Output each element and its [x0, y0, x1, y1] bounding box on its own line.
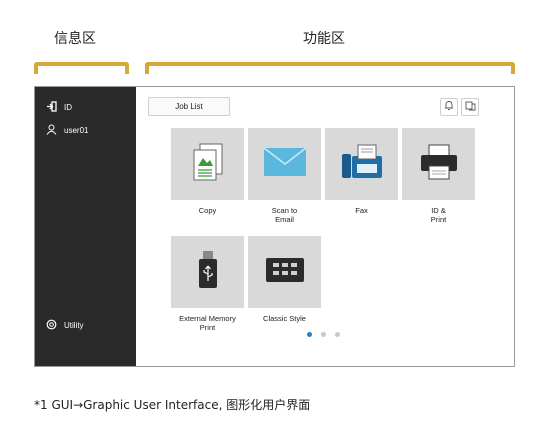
fax-label: Fax	[355, 206, 368, 215]
function-zone-label: 功能区	[303, 31, 345, 47]
info-panel: ID user01 Utility	[35, 87, 136, 366]
page-dot-2[interactable]	[321, 332, 326, 337]
copy-icon	[191, 142, 225, 187]
page-dot-3[interactable]	[335, 332, 340, 337]
page-indicator	[307, 332, 340, 337]
utility-label: Utility	[64, 321, 84, 330]
function-panel: Job List Copy S	[136, 87, 514, 366]
info-zone-bracket	[34, 62, 129, 74]
usb-icon	[197, 250, 219, 295]
fax-icon	[340, 142, 384, 187]
footnote: *1 GUI→Graphic User Interface, 图形化用户界面	[34, 398, 311, 412]
user-icon	[46, 124, 57, 137]
external-memory-label: External Memory Print	[179, 314, 236, 332]
envelope-icon	[263, 146, 307, 182]
bell-icon	[444, 98, 454, 116]
job-list-button[interactable]: Job List	[148, 97, 230, 116]
notification-button[interactable]	[440, 98, 458, 116]
utility-button[interactable]: Utility	[46, 319, 84, 332]
login-row[interactable]: ID	[46, 101, 72, 114]
classic-style-tile[interactable]: Classic Style	[248, 236, 321, 323]
id-print-label: ID & Print	[430, 206, 447, 224]
keypad-icon	[265, 257, 305, 288]
printer-icon	[419, 142, 459, 187]
gear-icon	[46, 319, 57, 332]
device-screen: ID user01 Utility Job List	[34, 86, 515, 367]
id-print-tile[interactable]: ID & Print	[402, 128, 475, 224]
copy-tile[interactable]: Copy	[171, 128, 244, 215]
user-label: user01	[64, 126, 89, 135]
info-zone-label: 信息区	[54, 31, 96, 47]
page-dot-1[interactable]	[307, 332, 312, 337]
copy-label: Copy	[198, 206, 217, 215]
fax-tile[interactable]: Fax	[325, 128, 398, 215]
login-label: ID	[64, 103, 72, 112]
user-row[interactable]: user01	[46, 124, 88, 137]
function-zone-bracket	[145, 62, 515, 74]
status-button[interactable]	[461, 98, 479, 116]
external-memory-tile[interactable]: External Memory Print	[171, 236, 244, 332]
scan-to-email-label: Scan to Email	[271, 206, 298, 224]
scan-to-email-tile[interactable]: Scan to Email	[248, 128, 321, 224]
login-icon	[46, 101, 57, 114]
status-icon	[465, 98, 476, 116]
classic-style-label: Classic Style	[263, 314, 306, 323]
